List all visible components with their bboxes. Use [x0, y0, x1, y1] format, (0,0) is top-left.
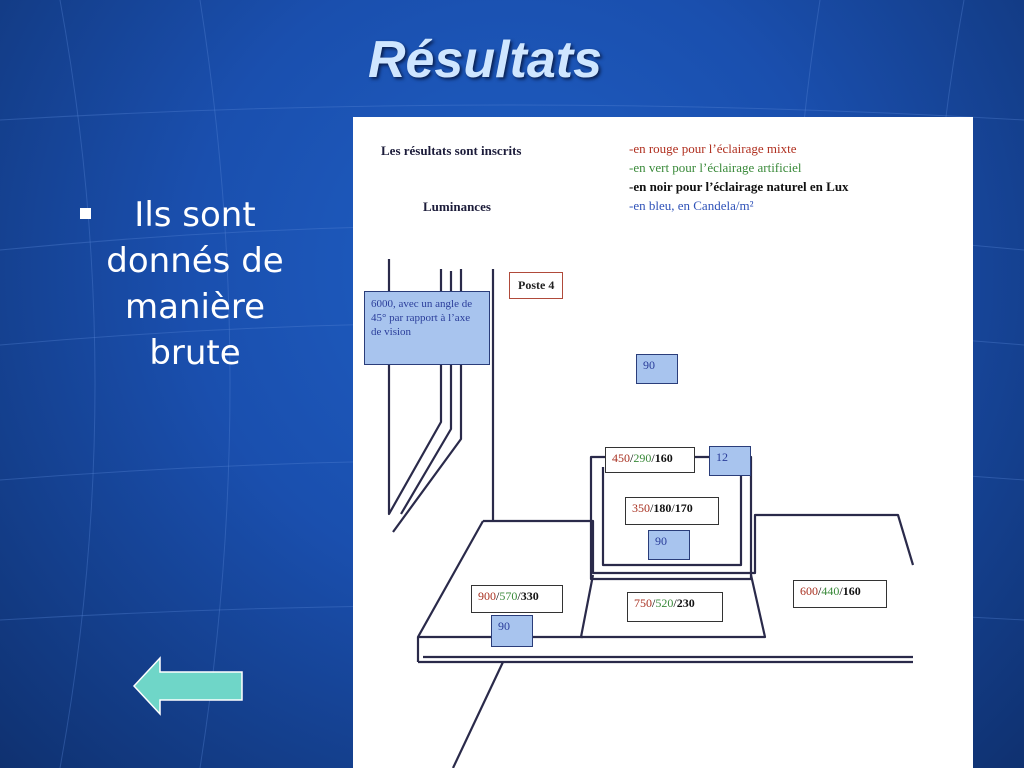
screen-mixed: 350: [632, 501, 650, 515]
measure-center: 750/520/230: [627, 592, 723, 622]
slide-title: Résultats: [367, 31, 603, 89]
results-figure: Les résultats sont inscrits Luminances -…: [353, 117, 973, 768]
blue-value-top: 90: [636, 354, 678, 384]
center-natural: 230: [676, 596, 695, 610]
figure-header: Les résultats sont inscrits: [381, 143, 522, 158]
left-natural: 330: [520, 589, 539, 603]
screen-natural: 170: [674, 501, 693, 515]
color-legend: -en rouge pour l’éclairage mixte -en ver…: [629, 139, 849, 215]
workstation-sketch: [387, 259, 915, 768]
monitor-natural: 160: [654, 451, 673, 465]
bullet-list: Ils sont donnés de manière brute: [76, 192, 296, 376]
measure-monitor: 450/290/160: [605, 447, 695, 473]
angle-annotation: 6000, avec un angle de 45° par rapport à…: [364, 291, 490, 365]
right-natural: 160: [842, 584, 861, 598]
blue-value-monitor-side: 12: [709, 446, 751, 476]
left-mixed: 900: [478, 589, 496, 603]
measure-screen: 350/180/170: [625, 497, 719, 525]
center-artificial: 520: [655, 596, 674, 610]
left-arrow-icon[interactable]: [132, 656, 244, 716]
right-mixed: 600: [800, 584, 818, 598]
legend-red: -en rouge pour l’éclairage mixte: [629, 141, 797, 156]
poste-label: Poste 4: [509, 272, 564, 299]
monitor-artificial: 290: [633, 451, 652, 465]
measure-right: 600/440/160: [793, 580, 887, 608]
legend-blue: -en bleu, en Candela/m²: [629, 198, 754, 213]
screen-artificial: 180: [653, 501, 672, 515]
bullet-square-icon: [80, 208, 91, 219]
blue-value-keyboard: 90: [648, 530, 690, 560]
monitor-mixed: 450: [612, 451, 630, 465]
center-mixed: 750: [634, 596, 652, 610]
blue-value-left-desk: 90: [491, 615, 533, 647]
legend-black: -en noir pour l’éclairage naturel en Lux: [629, 179, 849, 194]
bullet-text: Ils sont donnés de manière brute: [106, 195, 284, 373]
left-artificial: 570: [499, 589, 518, 603]
measure-left: 900/570/330: [471, 585, 563, 613]
legend-green: -en vert pour l’éclairage artificiel: [629, 160, 802, 175]
right-artificial: 440: [821, 584, 840, 598]
figure-subheader: Luminances: [423, 199, 491, 214]
